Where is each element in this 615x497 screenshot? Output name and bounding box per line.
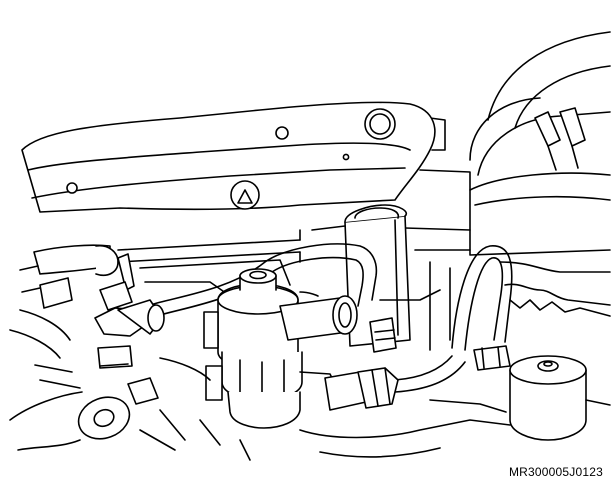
upper-right-housing — [429, 31, 611, 206]
injector-pipes — [149, 243, 513, 393]
lower-left-base — [9, 364, 251, 461]
injector-body — [203, 268, 358, 429]
right-cylinder — [509, 355, 587, 441]
left-fittings — [9, 253, 165, 369]
figure-code-label: MR300005J0123 — [508, 465, 603, 479]
right-frame — [404, 169, 611, 351]
lower-outlines — [159, 357, 611, 458]
fuel-rail — [33, 229, 301, 297]
upper-bracket-arm — [21, 101, 436, 213]
vertical-column — [311, 204, 411, 347]
lower-fittings — [324, 317, 511, 411]
